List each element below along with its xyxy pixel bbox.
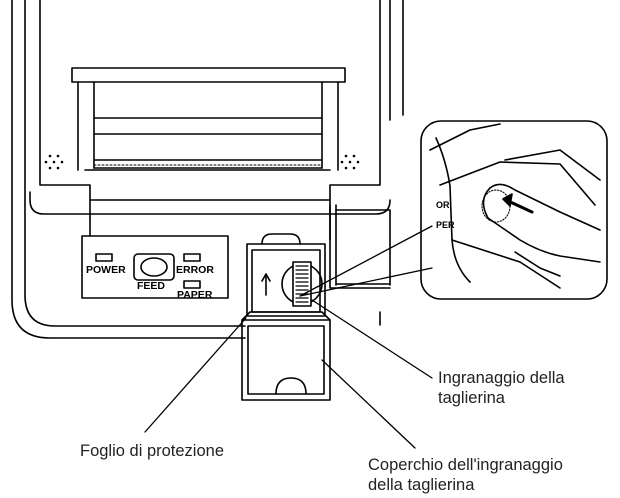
feed-button-key xyxy=(140,257,168,277)
callout-gear-cover-line2: della taglierina xyxy=(368,476,475,494)
inset-view: OR PER xyxy=(420,120,608,300)
inset-paper-label: PER xyxy=(436,220,455,230)
callout-gear-cover-line1: Coperchio dell'ingranaggio xyxy=(368,456,563,474)
callout-gear-cover: Coperchio dell'ingranaggio della taglier… xyxy=(368,455,563,495)
up-arrow-icon xyxy=(261,273,271,296)
cutter-gear xyxy=(281,261,323,307)
leader-gear-cover xyxy=(321,359,416,449)
error-led xyxy=(183,253,201,262)
power-led xyxy=(95,253,113,262)
paper-led xyxy=(183,280,201,289)
inset-error-label: OR xyxy=(436,200,450,210)
control-panel: POWER FEED ERROR PAPER xyxy=(81,235,229,301)
printer-body xyxy=(11,0,404,339)
power-label: POWER xyxy=(86,264,126,276)
callout-cutter-gear-line1: Ingranaggio della xyxy=(438,369,565,387)
leader-gear xyxy=(311,299,433,379)
paper-label: PAPER xyxy=(177,289,213,301)
inset-pointer xyxy=(299,225,433,297)
speaker-grille-right xyxy=(340,154,360,170)
leader-protection-sheet xyxy=(144,317,247,433)
callout-protection-sheet: Foglio di protezione xyxy=(80,442,225,460)
speaker-grille-left xyxy=(44,154,64,170)
push-arrow-icon xyxy=(502,193,534,214)
feed-label: FEED xyxy=(137,280,165,292)
feed-button xyxy=(133,253,175,281)
gear-cover xyxy=(241,311,331,401)
protection-sheet xyxy=(246,243,326,317)
callout-cutter-gear: Ingranaggio della taglierina xyxy=(438,368,565,408)
cutter-gear-area xyxy=(246,233,326,317)
error-label: ERROR xyxy=(176,264,214,276)
callout-cutter-gear-line2: taglierina xyxy=(438,389,505,407)
